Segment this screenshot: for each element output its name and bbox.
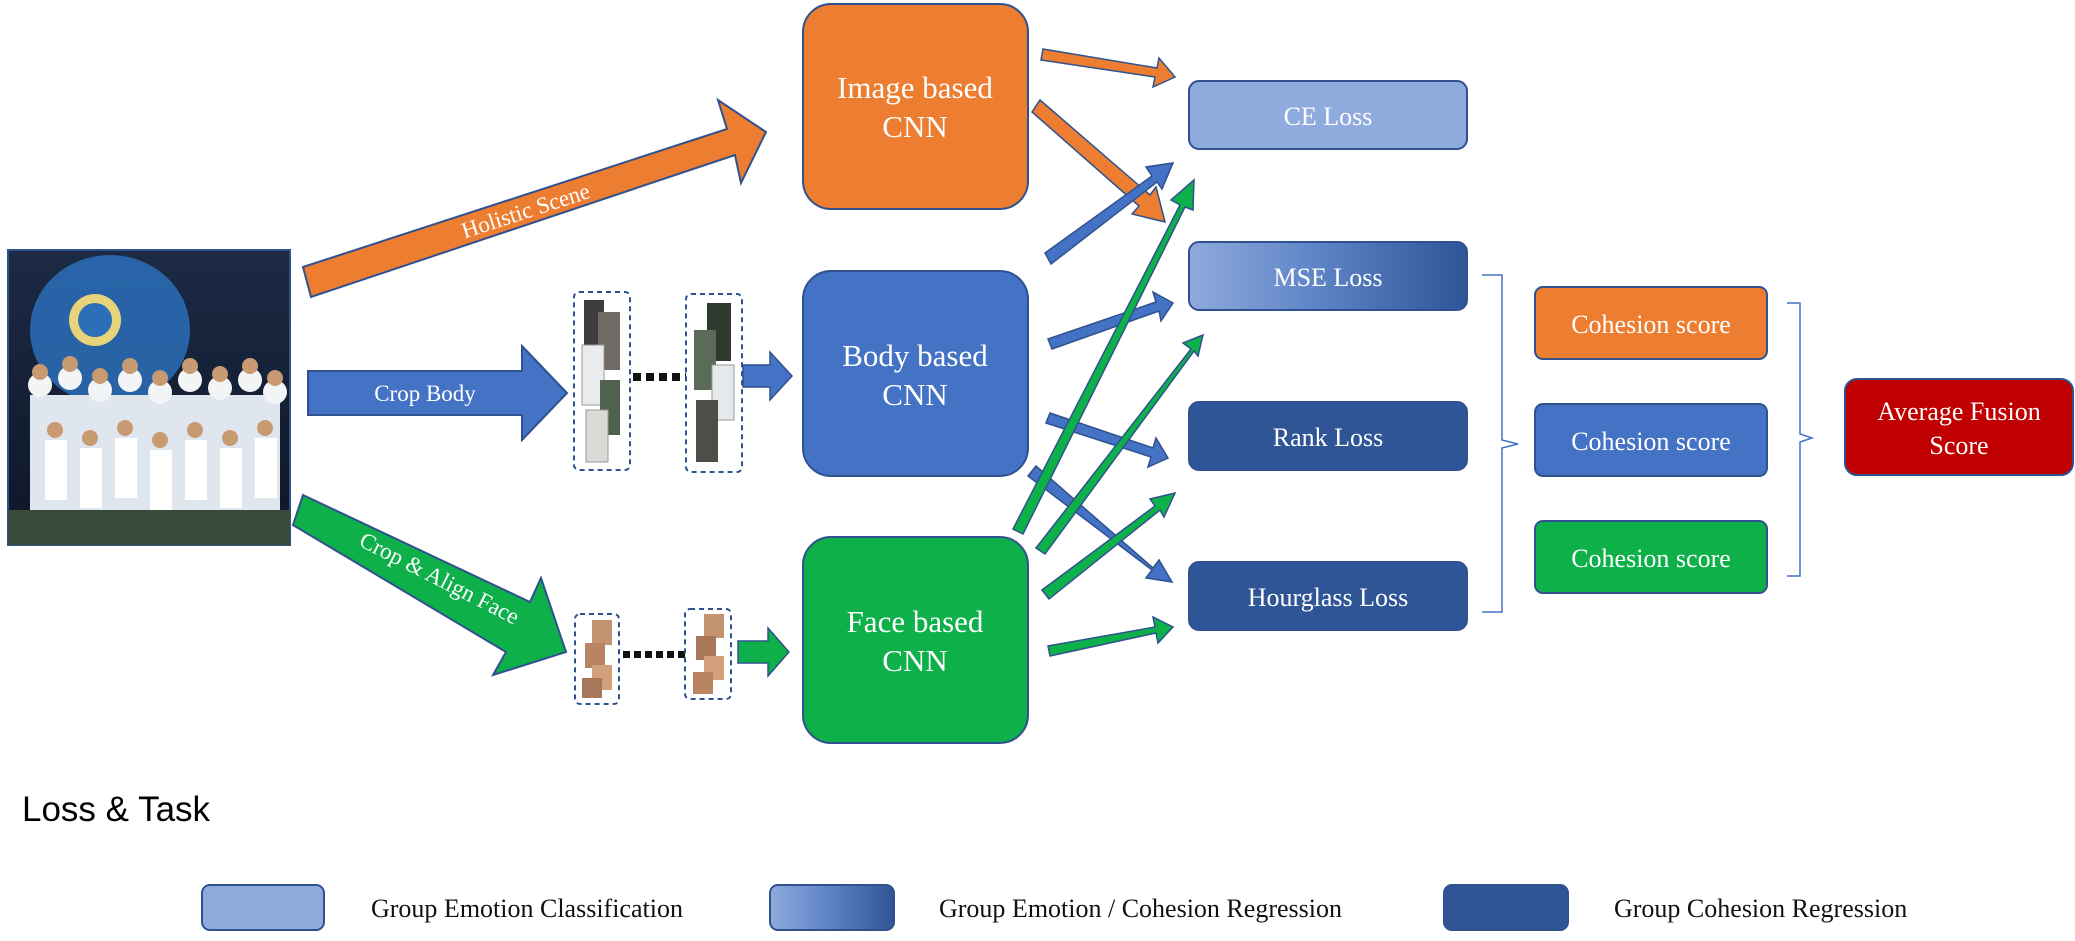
crop-align-face-arrow	[291, 493, 568, 677]
body-crop-ellipsis	[633, 373, 693, 381]
rank-loss-box: Rank Loss	[1188, 401, 1468, 471]
image-to-mse-arrow	[1031, 98, 1167, 224]
hourglass-loss-box: Hourglass Loss	[1188, 561, 1468, 631]
cohesion-score-blue-box: Cohesion score	[1534, 403, 1768, 477]
svg-text:Body based: Body based	[842, 338, 988, 373]
body-to-mse-arrow	[1047, 290, 1175, 350]
body-to-hourglass-arrow	[1026, 464, 1174, 583]
svg-text:CNN: CNN	[882, 109, 947, 144]
face-crop-stack-1	[574, 613, 620, 705]
svg-text:Cohesion score: Cohesion score	[1571, 310, 1731, 339]
crop-body-arrow	[307, 343, 569, 443]
team-photo-image	[7, 249, 291, 546]
cnn-to-loss-arrows	[1011, 48, 1205, 657]
score-brace	[1787, 302, 1815, 577]
svg-text:Face based: Face based	[847, 604, 984, 639]
face-to-cnn-arrow	[737, 626, 790, 678]
holistic-scene-arrow	[301, 97, 768, 299]
svg-text:MSE Loss: MSE Loss	[1273, 263, 1382, 292]
face-crop-ellipsis	[623, 651, 685, 658]
average-fusion-score-box: Average Fusion Score	[1844, 378, 2074, 476]
ce-loss-box: CE Loss	[1188, 80, 1468, 150]
svg-text:Cohesion score: Cohesion score	[1571, 427, 1731, 456]
body-crop-stack-2	[685, 293, 743, 473]
svg-text:CNN: CNN	[882, 377, 947, 412]
svg-text:Group Cohesion Regression: Group Cohesion Regression	[1614, 894, 1907, 923]
legend-item-classification: Group Emotion Classification	[201, 884, 683, 931]
svg-text:Score: Score	[1929, 431, 1988, 460]
svg-text:Image based: Image based	[837, 70, 993, 105]
face-to-rank-arrow	[1040, 491, 1177, 601]
face-to-hourglass-arrow	[1047, 615, 1175, 657]
cohesion-score-green-box: Cohesion score	[1534, 520, 1768, 594]
body-to-cnn-arrow	[742, 350, 794, 402]
legend-item-cohesion-regression: Group Cohesion Regression	[1443, 884, 1907, 931]
image-cnn-box: Image based CNN	[802, 3, 1029, 210]
body-to-ce-arrow	[1044, 162, 1175, 266]
body-crop-stack-1	[573, 291, 631, 471]
cohesion-score-orange-box: Cohesion score	[1534, 286, 1768, 360]
legend-title: Loss & Task	[22, 790, 211, 829]
svg-text:CNN: CNN	[882, 643, 947, 678]
svg-text:CE Loss: CE Loss	[1284, 102, 1373, 131]
mse-loss-box: MSE Loss	[1188, 241, 1468, 311]
svg-text:Group Emotion / Cohesion Regre: Group Emotion / Cohesion Regression	[939, 894, 1342, 923]
image-to-ce-arrow	[1040, 48, 1177, 89]
face-cnn-box: Face based CNN	[802, 536, 1029, 744]
svg-text:Average Fusion: Average Fusion	[1877, 397, 2040, 426]
svg-text:Group Emotion Classification: Group Emotion Classification	[371, 894, 683, 923]
loss-brace	[1482, 274, 1519, 613]
legend-item-emotion-cohesion-regression: Group Emotion / Cohesion Regression	[769, 884, 1342, 931]
face-to-ce-arrow	[1011, 178, 1195, 536]
face-crop-stack-2	[684, 608, 732, 700]
svg-text:Hourglass Loss: Hourglass Loss	[1248, 583, 1409, 612]
svg-text:Rank Loss: Rank Loss	[1273, 423, 1384, 452]
body-cnn-box: Body based CNN	[802, 270, 1029, 477]
crop-body-label: Crop Body	[374, 381, 476, 406]
svg-text:Cohesion score: Cohesion score	[1571, 544, 1731, 573]
face-to-mse-arrow	[1034, 333, 1205, 556]
